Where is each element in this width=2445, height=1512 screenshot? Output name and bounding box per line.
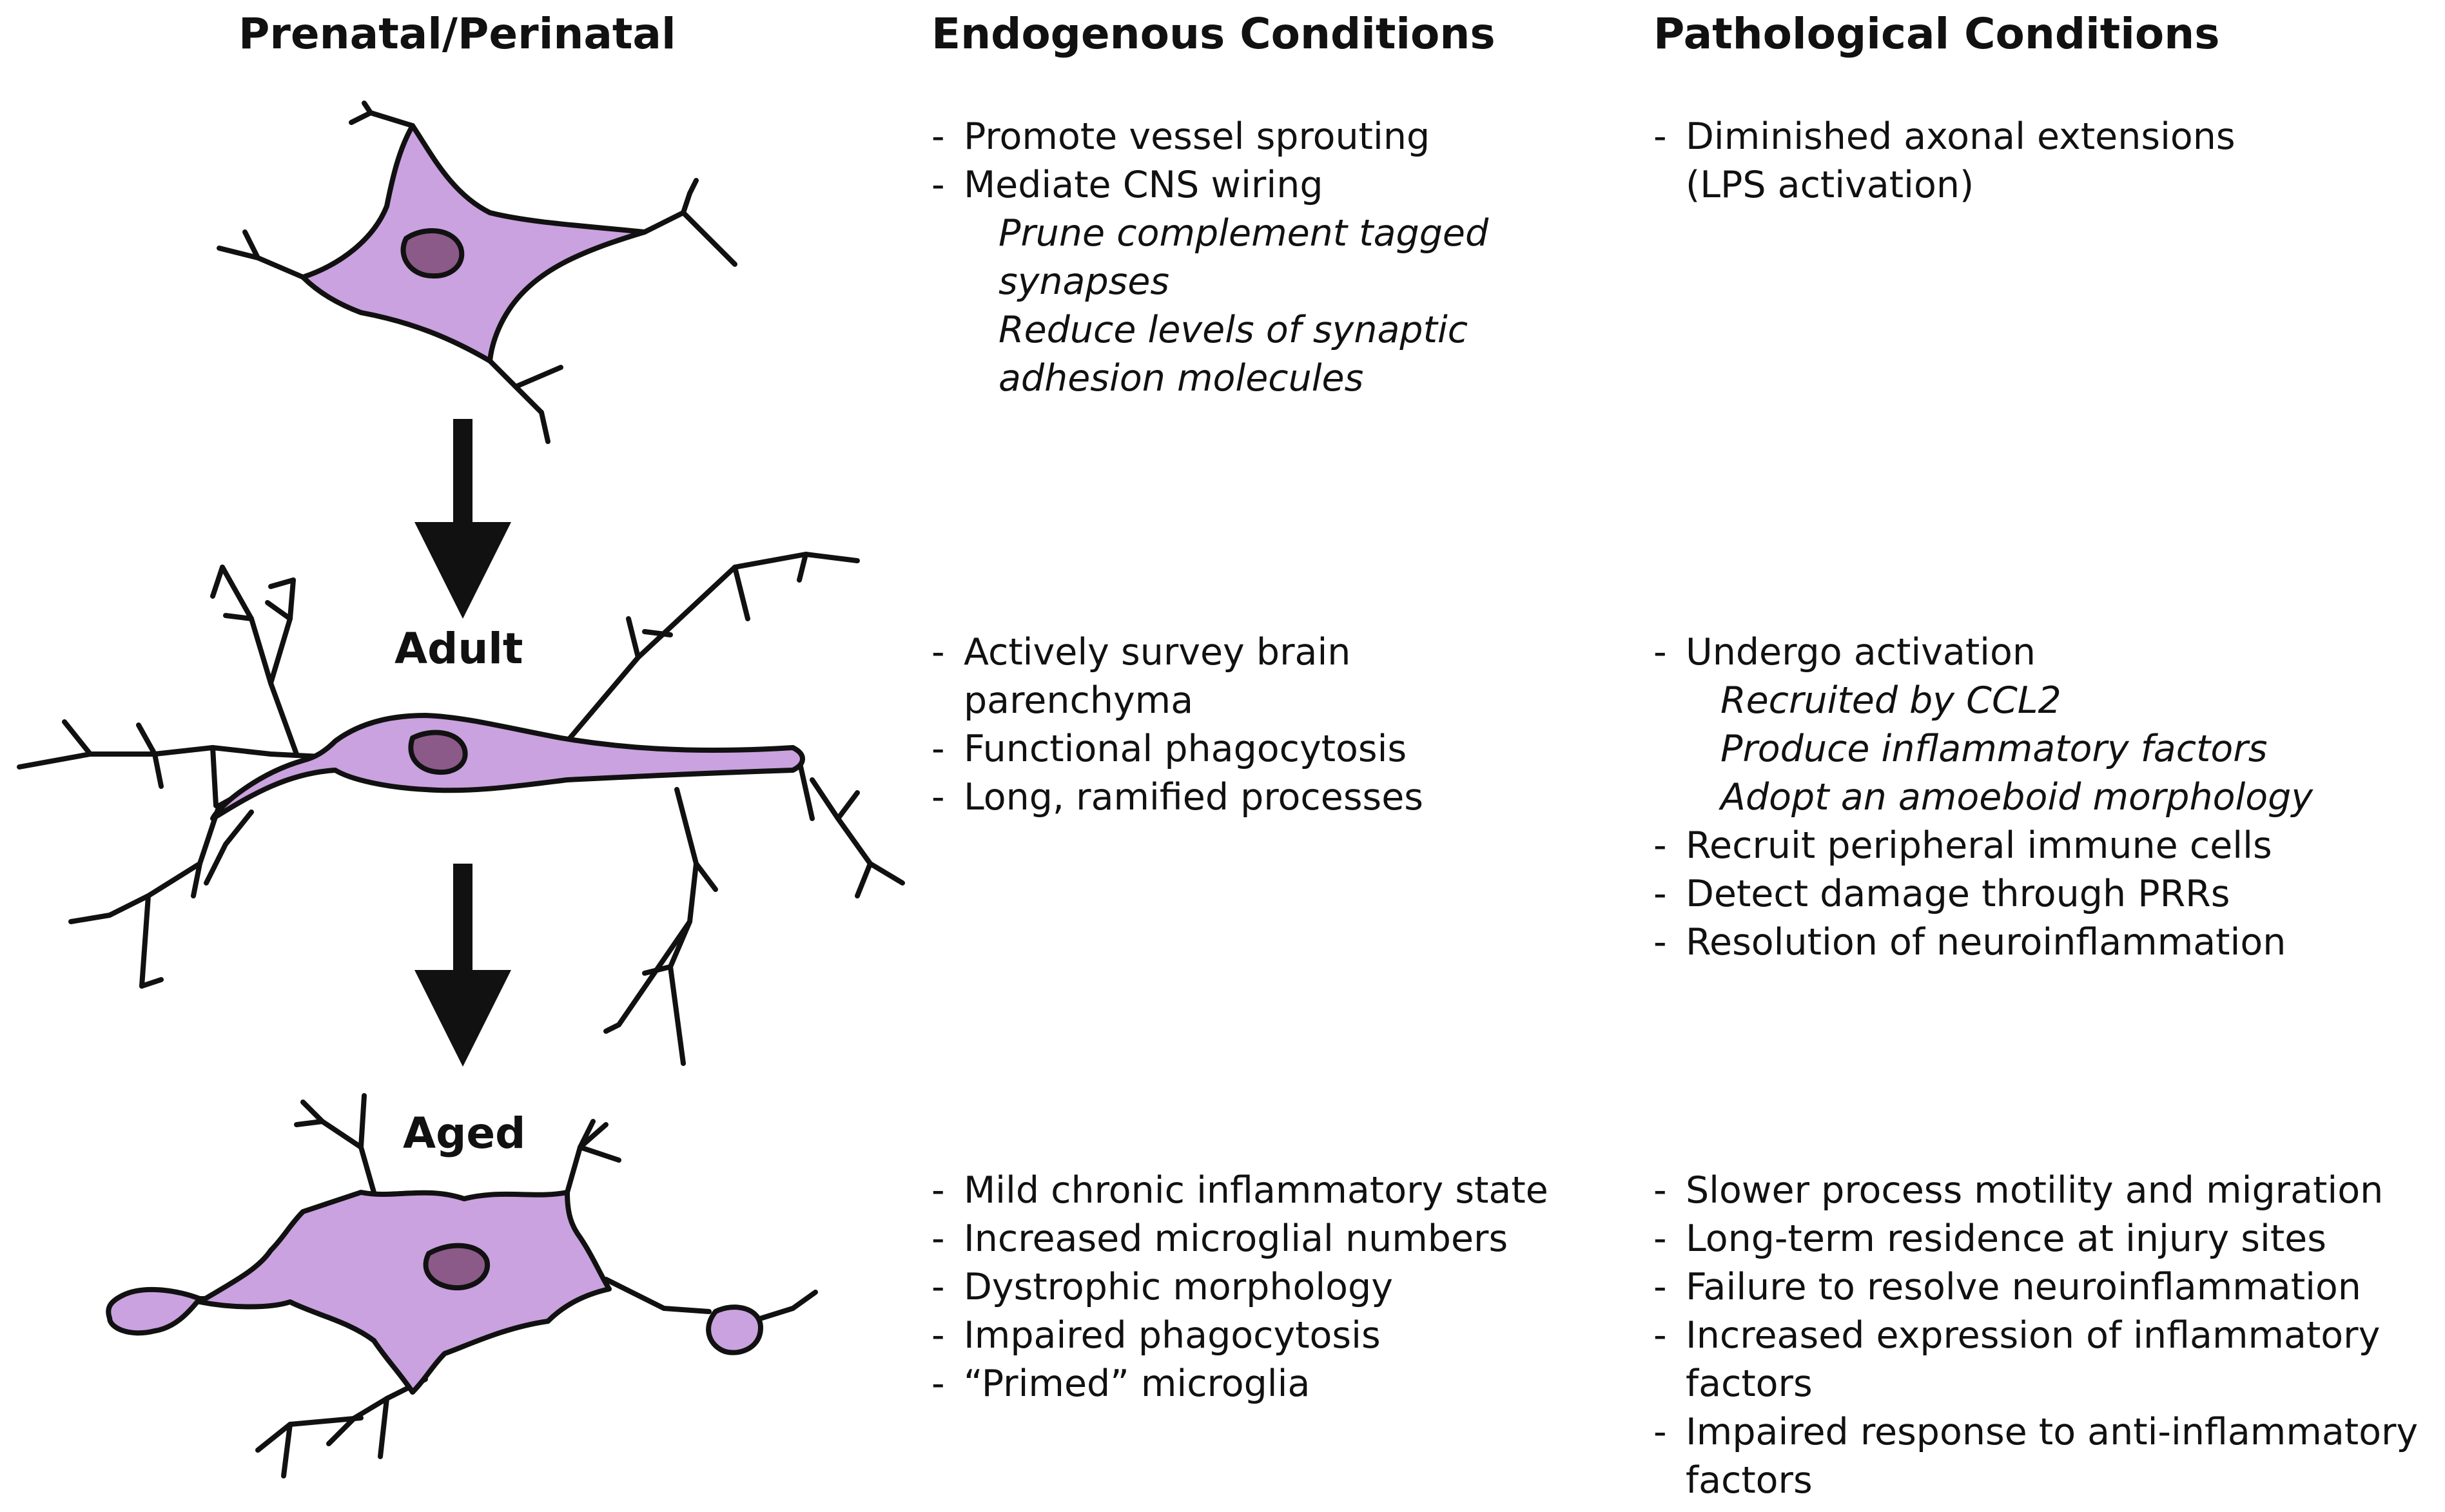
stage-label-adult: Adult bbox=[395, 624, 523, 674]
list-subitem: adhesion molecules bbox=[998, 357, 1364, 400]
list-item: Slower process motility and migration bbox=[1653, 1167, 2437, 1215]
list-item: Undergo activation bbox=[1653, 628, 2427, 677]
list-item: Long-term residence at injury sites bbox=[1653, 1215, 2437, 1263]
list-subitem: synapses bbox=[998, 260, 1170, 303]
list-item: Functional phagocytosis bbox=[931, 725, 1434, 773]
header-endogenous-conditions: Endogenous Conditions bbox=[931, 9, 1495, 59]
list-item: Resolution of neuroinflammation bbox=[1653, 918, 2427, 967]
list-subitem: Reduce levels of synaptic bbox=[998, 309, 1468, 351]
list-item: Increased microglial numbers bbox=[931, 1215, 1641, 1263]
aged-pathological-list: Slower process motility and migrationLon… bbox=[1653, 1167, 2437, 1505]
list-item: Failure to resolve neuroinflammation bbox=[1653, 1263, 2437, 1312]
list-item: Impaired response to anti-inflammatory f… bbox=[1653, 1408, 2437, 1505]
stage-label-aged: Aged bbox=[403, 1109, 526, 1158]
list-item: Recruit peripheral immune cells bbox=[1653, 822, 2427, 870]
list-item: Mediate CNS wiring bbox=[931, 161, 1602, 209]
list-item: “Primed” microglia bbox=[931, 1360, 1641, 1408]
aged-endogenous-list: Mild chronic inflammatory stateIncreased… bbox=[931, 1167, 1641, 1408]
list-subitem: Adopt an amoeboid morphology bbox=[1720, 776, 2313, 819]
aged-microglia-cell bbox=[106, 1093, 818, 1478]
list-item: Mild chronic inflammatory state bbox=[931, 1167, 1641, 1215]
adult-microglia-cell bbox=[17, 552, 905, 1066]
list-item: Actively survey brain parenchyma bbox=[931, 628, 1434, 725]
prenatal-microglia-cell bbox=[217, 101, 737, 444]
list-item: Promote vessel sprouting bbox=[931, 113, 1602, 161]
header-pathological-conditions: Pathological Conditions bbox=[1653, 9, 2220, 59]
list-subitem: Prune complement tagged bbox=[998, 212, 1489, 255]
prenatal-endogenous-list: Promote vessel sproutingMediate CNS wiri… bbox=[931, 113, 1602, 403]
list-item: Long, ramified processes bbox=[931, 773, 1434, 822]
list-subitem: Produce inflammatory factors bbox=[1720, 728, 2268, 770]
adult-endogenous-list: Actively survey brain parenchymaFunction… bbox=[931, 628, 1434, 822]
list-item: Increased expression of inflammatory fac… bbox=[1653, 1312, 2437, 1408]
prenatal-pathological-list: Diminished axonal extensions (LPS activa… bbox=[1653, 113, 2324, 209]
header-prenatal-perinatal: Prenatal/Perinatal bbox=[239, 9, 676, 59]
list-item: Dystrophic morphology bbox=[931, 1263, 1641, 1312]
list-subitem: Recruited by CCL2 bbox=[1720, 679, 2061, 722]
list-item: Impaired phagocytosis bbox=[931, 1312, 1641, 1360]
list-item: Diminished axonal extensions (LPS activa… bbox=[1653, 113, 2324, 209]
list-item: Detect damage through PRRs bbox=[1653, 870, 2427, 918]
